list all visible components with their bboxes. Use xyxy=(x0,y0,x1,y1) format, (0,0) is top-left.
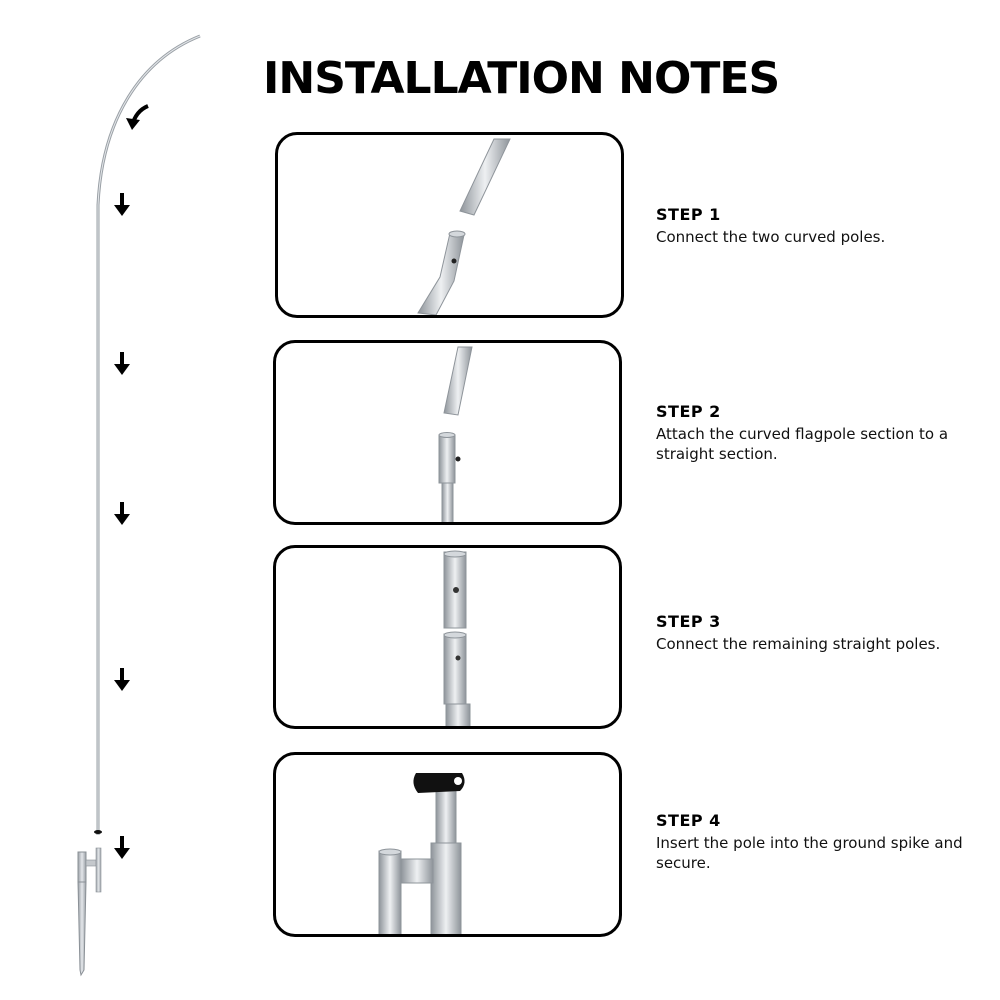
step-description: Connect the remaining straight poles. xyxy=(656,635,941,653)
step-1-text: STEP 1 Connect the two curved poles. xyxy=(656,204,986,247)
curved-poles-illustration xyxy=(417,138,511,315)
down-arrow-icon xyxy=(114,502,130,525)
pole-line xyxy=(96,34,201,835)
assembled-pole-diagram xyxy=(77,34,201,977)
step-2-text: STEP 2 Attach the curved flagpole sectio… xyxy=(656,401,986,464)
step-4-text: STEP 4 Insert the pole into the ground s… xyxy=(656,810,986,873)
ground-spike xyxy=(77,830,102,977)
curved-to-straight-illustration xyxy=(438,346,473,522)
down-arrow-icon xyxy=(114,836,130,859)
step-title: STEP 3 xyxy=(656,612,721,631)
curved-arrow-icon xyxy=(126,104,149,130)
step-title: STEP 2 xyxy=(656,402,721,421)
step-description: Insert the pole into the ground spike an… xyxy=(656,834,963,872)
step-1-panel xyxy=(275,132,624,318)
step-description: Connect the two curved poles. xyxy=(656,228,886,246)
step-4-panel xyxy=(273,752,622,937)
step-2-panel xyxy=(273,340,622,525)
ground-spike-illustration xyxy=(378,773,465,934)
step-3-text: STEP 3 Connect the remaining straight po… xyxy=(656,611,986,654)
down-arrow-icon xyxy=(114,193,130,216)
down-arrow-icon xyxy=(114,352,130,375)
step-title: STEP 4 xyxy=(656,811,721,830)
step-title: STEP 1 xyxy=(656,205,721,224)
page-title: INSTALLATION NOTES xyxy=(263,53,780,105)
straight-poles-illustration xyxy=(443,550,471,726)
step-description: Attach the curved flagpole section to a … xyxy=(656,425,949,463)
step-3-panel xyxy=(273,545,622,729)
down-arrow-icon xyxy=(114,668,130,691)
